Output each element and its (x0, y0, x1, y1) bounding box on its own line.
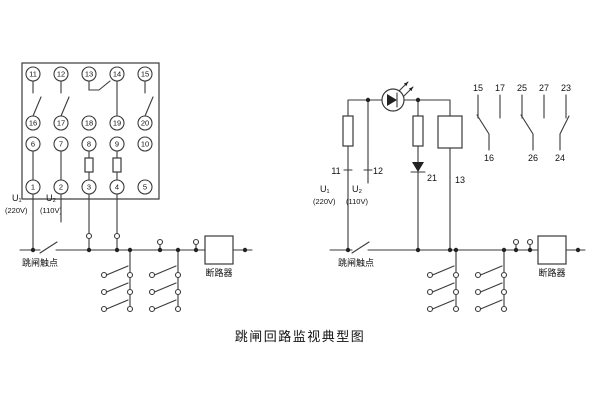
trip-contact-label: 跳闸触点 (338, 257, 374, 268)
breaker-label: 断路器 (205, 267, 232, 278)
diagram-caption: 跳闸回路监视典型图 (235, 329, 366, 344)
socket-pins-row2: 16 17 18 19 20 (25, 115, 153, 131)
left-aux-contact-bank (100, 271, 182, 313)
diode-icon (412, 162, 424, 172)
trip-contact-label: 跳闸触点 (22, 257, 58, 268)
u2-label: U₂ (352, 184, 362, 194)
right-aux-contact-bank (426, 271, 508, 313)
resistor-left (342, 115, 354, 147)
u2-voltage: (110V) (40, 206, 62, 215)
relay-coil-box (437, 115, 463, 149)
socket-resistor-b (112, 157, 122, 173)
u2-voltage: (110V) (346, 197, 368, 206)
pin-label: 9 (115, 140, 119, 149)
pin-label: 19 (113, 119, 121, 128)
bottom-terminal-label: 16 (484, 153, 494, 163)
terminal-21-label: 21 (427, 173, 437, 183)
right-junction-dots (345, 247, 581, 253)
pin-label: 5 (143, 183, 147, 192)
left-supply-labels: U₁ (220V) U₂ (110V) (5, 193, 62, 215)
left-plug-terminals (85, 232, 200, 246)
terminal-block-contacts (476, 94, 570, 151)
top-terminal-label: 27 (539, 83, 549, 93)
relay-socket: 11 12 13 14 15 16 17 18 19 20 6 7 8 9 10… (21, 62, 160, 200)
left-lower-wiring: 断路器 跳闸触点 (19, 193, 253, 313)
pin-label: 13 (85, 70, 93, 79)
socket-pins-row3: 6 7 8 9 10 (25, 136, 153, 152)
u1-voltage: (220V) (313, 197, 336, 206)
top-terminal-label: 17 (495, 83, 505, 93)
right-monitor-circuit: 11 12 21 13 U₁ (220V) U₂ (110V) (313, 81, 465, 251)
pin-label: 1 (31, 183, 35, 192)
top-terminal-label: 23 (561, 83, 571, 93)
right-terminal-block: 15 17 25 27 23 16 26 24 (473, 83, 571, 163)
pin-label: 10 (141, 140, 149, 149)
socket-resistor-a (84, 157, 94, 173)
pin-label: 16 (29, 119, 37, 128)
socket-outline (21, 62, 160, 200)
pin-label: 11 (29, 70, 37, 79)
right-breaker-box (537, 235, 567, 265)
pin-label: 6 (31, 140, 35, 149)
left-junction-dots (30, 247, 248, 253)
pin-label: 2 (59, 183, 63, 192)
pin-label: 14 (113, 70, 121, 79)
right-lower-wiring: 断路器 跳闸触点 (329, 235, 586, 313)
terminal-13-label: 13 (455, 175, 465, 185)
top-terminal-label: 25 (517, 83, 527, 93)
pin-label: 12 (57, 70, 65, 79)
u2-label: U₂ (46, 193, 56, 203)
right-lower-wires (329, 241, 586, 310)
top-terminal-label: 15 (473, 83, 483, 93)
pin-label: 3 (87, 183, 91, 192)
pin-label: 8 (87, 140, 91, 149)
socket-contact-wires (32, 80, 154, 181)
breaker-label: 断路器 (538, 267, 565, 278)
left-breaker-box (204, 235, 234, 265)
terminal-12-label: 12 (373, 166, 383, 176)
u1-label: U₁ (320, 184, 330, 194)
socket-pins-row1: 11 12 13 14 15 (25, 66, 153, 82)
pin-label: 20 (141, 119, 149, 128)
terminal-11-label: 11 (331, 166, 340, 176)
pin-label: 4 (115, 183, 119, 192)
pin-label: 15 (141, 70, 149, 79)
resistor-mid (412, 115, 424, 147)
right-top-dots (365, 97, 421, 103)
socket-pins-row4: 1 2 3 4 5 (25, 179, 153, 195)
left-wires (19, 193, 253, 310)
u1-voltage: (220V) (5, 206, 28, 215)
right-plug-terminals (512, 238, 534, 246)
pin-label: 17 (57, 119, 65, 128)
bottom-terminal-label: 26 (528, 153, 538, 163)
led-indicator-icon (381, 81, 414, 112)
pin-label: 18 (85, 119, 93, 128)
u1-label: U₁ (12, 193, 22, 203)
bottom-terminal-label: 24 (555, 153, 565, 163)
pin-label: 7 (59, 140, 63, 149)
